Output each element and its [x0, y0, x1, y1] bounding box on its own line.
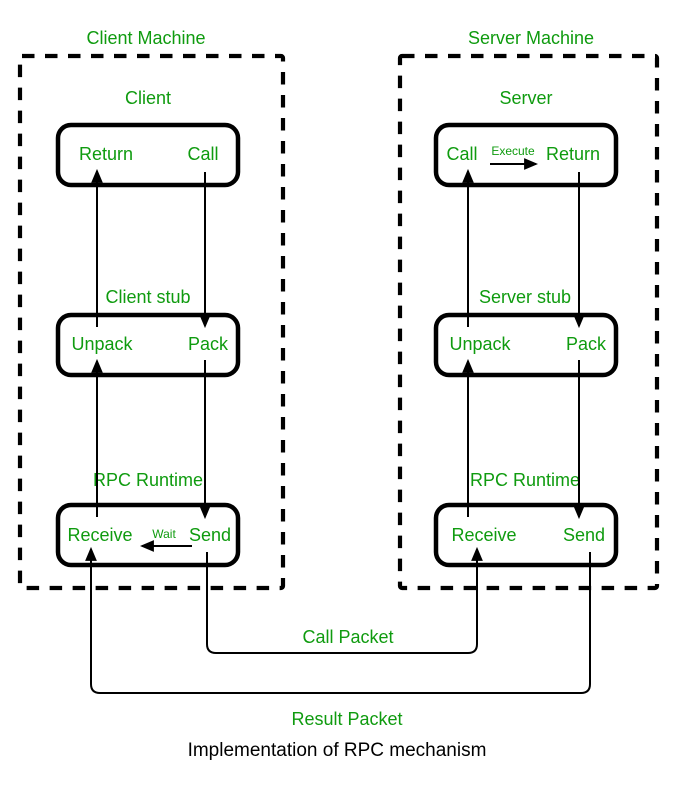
server-machine-title: Server Machine	[468, 28, 594, 48]
client-machine-boundary	[17, 53, 286, 591]
client-rpc-runtime-box	[55, 502, 241, 568]
client-label: Client	[125, 88, 171, 108]
server-receive-label: Receive	[451, 525, 516, 545]
client-machine-title: Client Machine	[86, 28, 205, 48]
execute-label: Execute	[491, 144, 535, 158]
client-rpc-runtime-label: RPC Runtime	[93, 470, 203, 490]
wait-label: Wait	[152, 527, 176, 541]
server-return-label: Return	[546, 144, 600, 164]
client-machine-group: Client Machine Client Return Call Client…	[17, 28, 286, 591]
client-unpack-label: Unpack	[71, 334, 133, 354]
client-stub-label: Client stub	[105, 287, 190, 307]
server-call-label: Call	[446, 144, 477, 164]
server-pack-label: Pack	[566, 334, 607, 354]
client-stub-box	[55, 312, 241, 378]
diagram-caption: Implementation of RPC mechanism	[188, 740, 487, 761]
call-packet-arrow	[206, 546, 483, 654]
client-pack-label: Pack	[188, 334, 229, 354]
client-box	[55, 122, 241, 188]
result-packet-arrow	[85, 546, 591, 694]
packet-connectors-group: Call Packet Result Packet	[85, 546, 591, 729]
server-label: Server	[499, 88, 552, 108]
server-rpc-runtime-label: RPC Runtime	[470, 470, 580, 490]
server-send-label: Send	[563, 525, 605, 545]
result-packet-label: Result Packet	[291, 709, 402, 729]
server-machine-boundary	[397, 53, 660, 591]
server-box	[433, 122, 619, 188]
server-stub-box	[433, 312, 619, 378]
client-receive-label: Receive	[67, 525, 132, 545]
server-unpack-label: Unpack	[449, 334, 511, 354]
client-send-label: Send	[189, 525, 231, 545]
client-call-label: Call	[187, 144, 218, 164]
server-stub-label: Server stub	[479, 287, 571, 307]
client-return-label: Return	[79, 144, 133, 164]
call-packet-label: Call Packet	[302, 627, 393, 647]
server-machine-group: Server Machine Server Call Return Execut…	[397, 28, 660, 591]
